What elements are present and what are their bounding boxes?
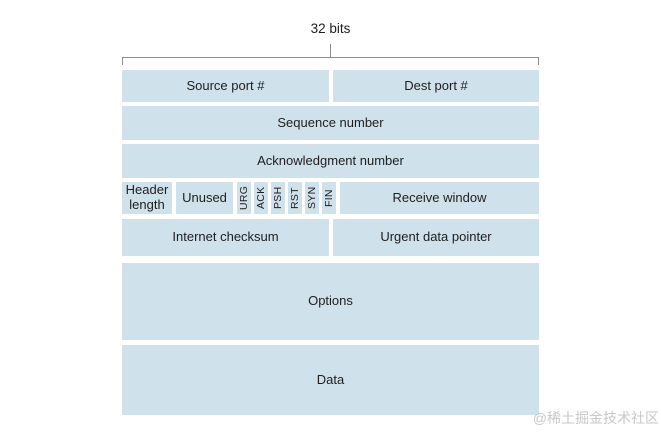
row-flags: Header length Unused URG ACK PSH RST SYN… bbox=[122, 182, 539, 214]
field-unused: Unused bbox=[176, 182, 233, 214]
field-flag-fin: FIN bbox=[322, 182, 336, 214]
bits-width-label: 32 bits bbox=[310, 21, 351, 36]
field-header-length: Header length bbox=[122, 182, 172, 214]
field-flag-rst: RST bbox=[288, 182, 302, 214]
row-ack-number: Acknowledgment number bbox=[122, 144, 539, 178]
bracket-center-tick bbox=[330, 44, 331, 57]
flag-group: URG ACK PSH RST SYN FIN bbox=[237, 182, 336, 214]
field-data: Data bbox=[122, 345, 539, 415]
field-receive-window: Receive window bbox=[340, 182, 539, 214]
row-checksum: Internet checksum Urgent data pointer bbox=[122, 219, 539, 256]
row-ports: Source port # Dest port # bbox=[122, 70, 539, 102]
field-flag-ack: ACK bbox=[254, 182, 268, 214]
row-data: Data bbox=[122, 345, 539, 415]
bits-span-bracket bbox=[122, 57, 539, 65]
row-sequence-number: Sequence number bbox=[122, 106, 539, 140]
field-flag-psh: PSH bbox=[271, 182, 285, 214]
field-source-port: Source port # bbox=[122, 70, 329, 102]
field-options: Options bbox=[122, 263, 539, 340]
field-ack-number: Acknowledgment number bbox=[122, 144, 539, 178]
tcp-header-table: Source port # Dest port # Sequence numbe… bbox=[122, 70, 539, 415]
watermark-text: @稀土掘金技术社区 bbox=[532, 410, 659, 426]
field-dest-port: Dest port # bbox=[333, 70, 539, 102]
field-internet-checksum: Internet checksum bbox=[122, 219, 329, 256]
field-flag-urg: URG bbox=[237, 182, 251, 214]
field-urgent-data-pointer: Urgent data pointer bbox=[333, 219, 539, 256]
row-options: Options bbox=[122, 263, 539, 340]
field-sequence-number: Sequence number bbox=[122, 106, 539, 140]
field-flag-syn: SYN bbox=[305, 182, 319, 214]
